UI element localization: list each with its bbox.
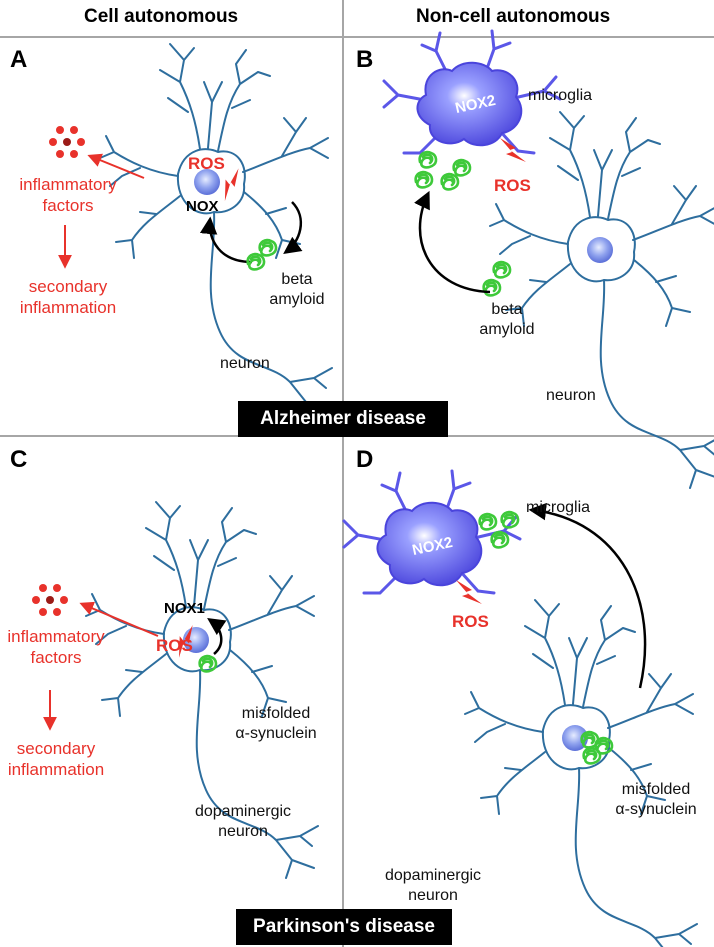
arrow-neuron-amyloid-a [283,201,303,255]
neuron-label-d: dopaminergic neuron [384,867,482,904]
aggregate-d1 [478,512,498,531]
aggregate-b1 [418,150,438,169]
aggregate-d3 [490,530,510,549]
microglia-label-d: microglia [526,499,591,516]
header-cell-autonomous: Cell autonomous [84,6,239,27]
secondary-inflammation-c: secondary inflammation [7,739,105,779]
aggregate-b4 [440,172,460,191]
ros-label-a: ROS [188,154,225,173]
inflammatory-dots-c [32,584,68,616]
nucleus-d [562,725,588,751]
panel-letter-a: A [10,46,28,73]
panel-a-drawing [49,43,333,421]
arrow-synuclein-microglia-d [528,502,647,689]
aggregate-b2 [452,158,472,177]
inflammatory-dots-a [49,126,85,158]
ros-bolt-b [500,138,526,162]
neuron-label-b: neuron [546,387,596,404]
header-non-cell-autonomous: Non-cell autonomous [416,6,611,27]
microglia-d [342,469,522,595]
nucleus-a [194,169,220,195]
inflammatory-factors-a: inflammatory factors [19,175,117,215]
panel-b-drawing [382,29,714,489]
ros-label-b: ROS [494,176,531,195]
synuclein-label-c: misfolded α-synuclein [235,705,317,742]
nucleus-b [587,237,613,263]
arrow-to-factors-c [79,601,159,637]
aggregate-a2 [246,252,266,271]
ros-label-c: ROS [156,636,193,655]
arrow-amyloid-microglia-b [414,190,491,294]
neuron-label-c: dopaminergic neuron [194,803,292,840]
panel-c-drawing [32,501,319,879]
aggregate-b6 [482,278,502,297]
neuron-a [99,43,333,421]
alzheimer-disease-bar: Alzheimer disease [238,401,448,437]
secondary-inflammation-a: secondary inflammation [19,277,117,317]
arrow-to-factors-a [87,153,145,179]
panel-letter-d: D [356,446,374,473]
arrow-amyloid-nox-a [199,216,253,264]
synuclein-label-d: misfolded α-synuclein [615,781,697,818]
nox-label-a: NOX [186,198,219,215]
neuron-label-a: neuron [220,355,270,372]
neuron-d [464,599,698,947]
panel-letter-b: B [356,46,374,73]
arrow-synuclein-nox1-c [207,618,227,655]
microglia-label-b: microglia [528,87,593,104]
beta-amyloid-label-a: beta amyloid [269,271,325,308]
aggregate-b5 [492,260,512,279]
ros-label-d: ROS [452,612,489,631]
panel-letter-c: C [10,446,28,473]
parkinsons-disease-bar: Parkinson's disease [236,909,452,945]
inflammatory-factors-c: inflammatory factors [7,627,105,667]
beta-amyloid-label-b: beta amyloid [479,301,535,338]
aggregate-a1 [258,238,278,257]
panel-d-drawing [342,469,698,947]
nox1-label-c: NOX1 [164,600,205,617]
aggregate-b3 [414,170,434,189]
